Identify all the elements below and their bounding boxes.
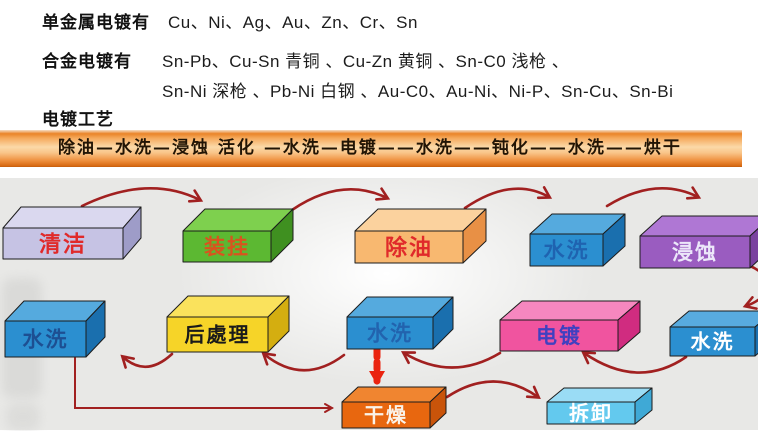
flow-arrow-shuixi2-to-ganzao xyxy=(74,357,335,413)
process-box-label: 清洁 xyxy=(39,231,87,256)
process-box-label: 水洗 xyxy=(367,323,413,346)
process-box-houchuli: 后處理 xyxy=(166,295,290,353)
single-metal-label: 单金属电镀有 xyxy=(42,13,150,32)
process-box-shuixi-1: 水洗 xyxy=(529,213,626,267)
process-box-label: 浸蚀 xyxy=(672,241,718,265)
flow-arrow-shuixi1-to-jinshi xyxy=(605,186,702,208)
process-box-diandu: 电镀 xyxy=(499,300,641,352)
process-title: 电镀工艺 xyxy=(42,110,114,129)
process-box-label: 拆卸 xyxy=(569,401,613,425)
process-box-ganzao: 干燥 xyxy=(341,386,447,429)
flow-arrow-ganzao-to-chaixie xyxy=(445,380,541,400)
process-box-label: 水洗 xyxy=(544,240,590,263)
flow-arrow-qingjie-to-zhuanggua xyxy=(80,187,204,208)
alloy-line-1: 合金电镀有 Sn-Pb、Cu-Sn 青铜 、Cu-Zn 黄铜 、Sn-C0 浅枪… xyxy=(0,47,758,71)
flow-arrow-zhuanggua-to-chuyou xyxy=(290,187,391,212)
process-box-chuyou: 除油 xyxy=(354,208,487,264)
alloy-list-1: Sn-Pb、Cu-Sn 青铜 、Cu-Zn 黄铜 、Sn-C0 浅枪 、 xyxy=(162,52,570,71)
alloy-list-2: Sn-Ni 深枪 、Pb-Ni 白钢 、Au-C0、Au-Ni、Ni-P、Sn-… xyxy=(162,82,674,101)
process-box-qingjie: 清洁 xyxy=(2,206,142,260)
process-box-jinshi: 浸蚀 xyxy=(639,215,758,269)
single-metal-line: 单金属电镀有 Cu、Ni、Ag、Au、Zn、Cr、Sn xyxy=(0,8,758,32)
process-box-label: 电镀 xyxy=(536,324,582,348)
process-flow-text: 除油—水洗—浸蚀 活化 —水洗—电镀——水洗——钝化——水洗——烘干 xyxy=(58,138,682,158)
process-box-shuixi-4: 水洗 xyxy=(669,310,758,357)
process-box-shuixi-2: 水洗 xyxy=(4,300,106,358)
process-box-label: 后處理 xyxy=(185,324,251,347)
flow-arrow-shuixi3-to-houchuli xyxy=(261,351,346,372)
alloy-line-2: Sn-Ni 深枪 、Pb-Ni 白钢 、Au-C0、Au-Ni、Ni-P、Sn-… xyxy=(0,77,758,101)
flow-arrow-chuyou-to-shuixi1 xyxy=(463,186,553,210)
process-box-label: 水洗 xyxy=(23,329,69,352)
single-metal-list: Cu、Ni、Ag、Au、Zn、Cr、Sn xyxy=(168,13,418,32)
process-box-chaixie: 拆卸 xyxy=(546,387,653,425)
process-box-shuixi-3: 水洗 xyxy=(346,296,454,350)
process-box-label: 装挂 xyxy=(204,236,250,259)
process-title-line: 电镀工艺 xyxy=(0,105,758,129)
flow-arrow-shuixi4-to-diandu xyxy=(581,351,688,374)
flow-arrow-houchuli-to-shuixi2 xyxy=(120,352,174,369)
process-box-label: 干燥 xyxy=(364,404,408,427)
alloy-label: 合金电镀有 xyxy=(42,52,132,71)
flow-arrow-diandu-to-shuixi3 xyxy=(400,351,502,369)
process-flow-banner: 除油—水洗—浸蚀 活化 —水洗—电镀——水洗——钝化——水洗——烘干 xyxy=(0,130,742,167)
process-box-zhuanggua: 装挂 xyxy=(182,208,294,263)
watermark-blob xyxy=(6,403,40,431)
flow-arrow-jinshi-to-shuixi4 xyxy=(742,264,758,310)
process-box-label: 除油 xyxy=(385,235,433,260)
process-box-label: 水洗 xyxy=(691,331,735,354)
